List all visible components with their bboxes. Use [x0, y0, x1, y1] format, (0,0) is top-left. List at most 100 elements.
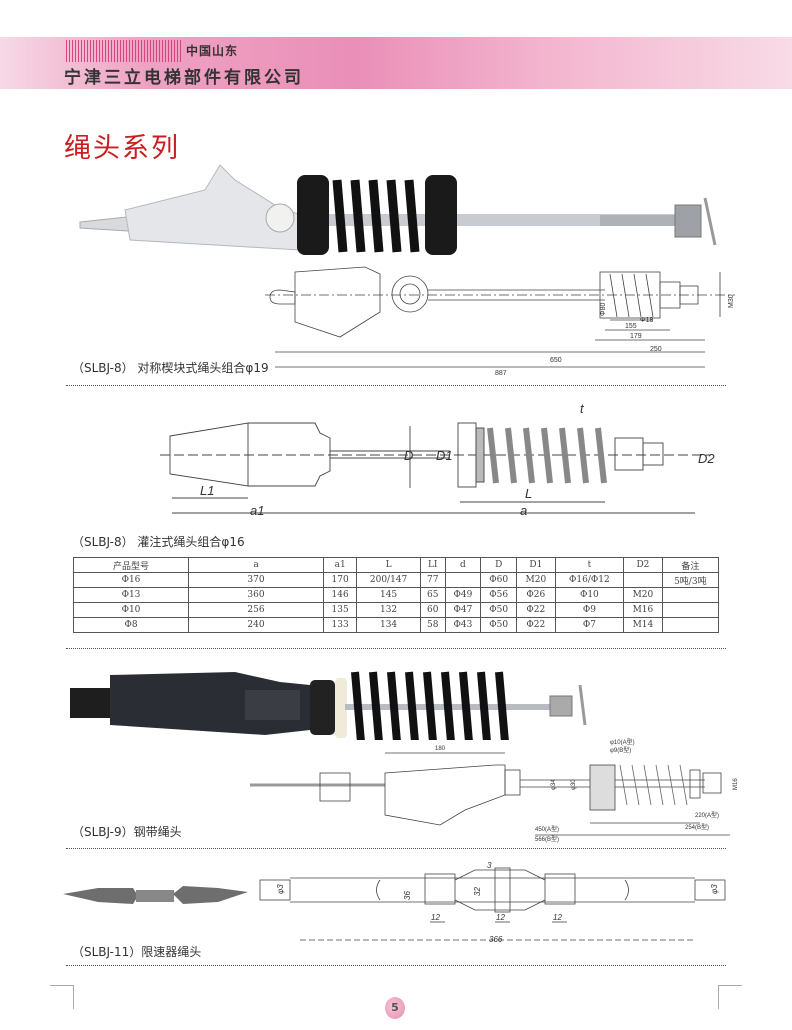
company-name: 宁津三立电梯部件有限公司 — [64, 68, 304, 88]
caption-slbj9: （SLBJ-9）钢带绳头 — [72, 825, 182, 839]
svg-text:φ34: φ34 — [551, 779, 557, 790]
cell: Φ47 — [444, 602, 482, 618]
cell: Φ10 — [73, 602, 189, 618]
cell: 360 — [188, 587, 324, 603]
cell: 200/147 — [356, 572, 421, 588]
cell: 145 — [356, 587, 421, 603]
photo-slbj9 — [70, 671, 587, 740]
photo-slbj8-wedge — [79, 164, 717, 255]
divider — [66, 385, 726, 386]
svg-text:L: L — [525, 486, 532, 501]
header-cell: D1 — [516, 557, 556, 573]
svg-text:L1: L1 — [200, 483, 214, 498]
caption-slbj8-cast: （SLBJ-8） 灌注式绳头组合φ16 — [72, 535, 245, 549]
svg-text:36: 36 — [403, 891, 412, 900]
cell: Φ8 — [73, 617, 189, 633]
cell: 77 — [419, 572, 446, 588]
svg-text:650: 650 — [550, 357, 562, 364]
cell: Φ13 — [73, 587, 189, 603]
svg-text:366: 366 — [489, 935, 503, 944]
cell: Φ7 — [554, 617, 625, 633]
header-stripes — [66, 40, 182, 62]
divider — [66, 648, 726, 649]
svg-text:φ10(A型): φ10(A型) — [610, 738, 635, 746]
svg-text:180: 180 — [435, 746, 446, 752]
header-cell: t — [554, 557, 625, 573]
svg-text:Φ80: Φ80 — [600, 303, 607, 316]
cell — [623, 572, 663, 588]
page-title: 绳头系列 — [64, 133, 180, 164]
cell — [661, 602, 720, 618]
svg-text:12: 12 — [553, 913, 562, 922]
cell: M20 — [623, 587, 663, 603]
header-cell: d — [444, 557, 482, 573]
svg-text:254(B型): 254(B型) — [685, 823, 709, 831]
svg-text:220(A型): 220(A型) — [695, 811, 719, 819]
header-cell: L — [356, 557, 421, 573]
svg-text:t: t — [580, 401, 585, 416]
svg-text:a1: a1 — [250, 503, 264, 518]
svg-text:32: 32 — [473, 887, 482, 896]
svg-text:887: 887 — [495, 370, 507, 377]
cell: Φ26 — [516, 587, 556, 603]
cell: Φ49 — [444, 587, 482, 603]
cell: Φ56 — [480, 587, 518, 603]
cell: M16 — [623, 602, 663, 618]
header-cell: 产品型号 — [73, 557, 189, 573]
cell: 135 — [322, 602, 358, 618]
cell: Φ16/Φ12 — [554, 572, 625, 588]
svg-text:179: 179 — [630, 333, 642, 340]
svg-text:φ30: φ30 — [571, 779, 577, 790]
drawing-slbj8-cast: L1 a1 a L D D1 D2 t — [160, 401, 715, 518]
cell: Φ10 — [554, 587, 625, 603]
cell — [661, 587, 720, 603]
cell: Φ50 — [480, 617, 518, 633]
svg-text:155: 155 — [625, 323, 637, 330]
cell: 134 — [356, 617, 421, 633]
header-region: 中国山东 — [186, 44, 239, 58]
cell: 240 — [188, 617, 324, 633]
cell: Φ50 — [480, 602, 518, 618]
cell: 170 — [322, 572, 358, 588]
cell: 133 — [322, 617, 358, 633]
crop-mark-right — [718, 985, 742, 1009]
divider — [66, 965, 726, 966]
cell: Φ60 — [480, 572, 518, 588]
svg-text:M16: M16 — [733, 778, 739, 790]
cell: M14 — [623, 617, 663, 633]
svg-text:D2: D2 — [698, 451, 715, 466]
cell: 65 — [419, 587, 446, 603]
header-cell: 备注 — [661, 557, 720, 573]
drawing-slbj8-wedge: Φ80 Φ18 155 179 250 650 887 M30 — [265, 266, 735, 377]
cell: 58 — [419, 617, 446, 633]
svg-text:a: a — [520, 503, 527, 518]
svg-text:φ3: φ3 — [710, 884, 719, 894]
cell: 146 — [322, 587, 358, 603]
cell: Φ9 — [554, 602, 625, 618]
svg-text:250: 250 — [650, 346, 662, 353]
svg-text:Φ18: Φ18 — [640, 317, 653, 324]
cell: 5吨/3吨 — [661, 572, 720, 588]
header-cell: LI — [419, 557, 446, 573]
cell: Φ43 — [444, 617, 482, 633]
header-cell: D2 — [623, 557, 663, 573]
svg-text:12: 12 — [496, 913, 505, 922]
page-number: 5 — [385, 997, 405, 1019]
cell: M20 — [516, 572, 556, 588]
cell: 60 — [419, 602, 446, 618]
cell: Φ16 — [73, 572, 189, 588]
cell — [444, 572, 482, 588]
cell: 132 — [356, 602, 421, 618]
svg-text:566(B型): 566(B型) — [535, 835, 559, 843]
header-cell: a1 — [322, 557, 358, 573]
cell — [661, 617, 720, 633]
header-cell: D — [480, 557, 518, 573]
svg-text:M30: M30 — [728, 294, 735, 308]
caption-slbj8-wedge: （SLBJ-8） 对称楔块式绳头组合φ19 — [72, 361, 269, 375]
divider — [66, 848, 726, 849]
cell: Φ22 — [516, 602, 556, 618]
